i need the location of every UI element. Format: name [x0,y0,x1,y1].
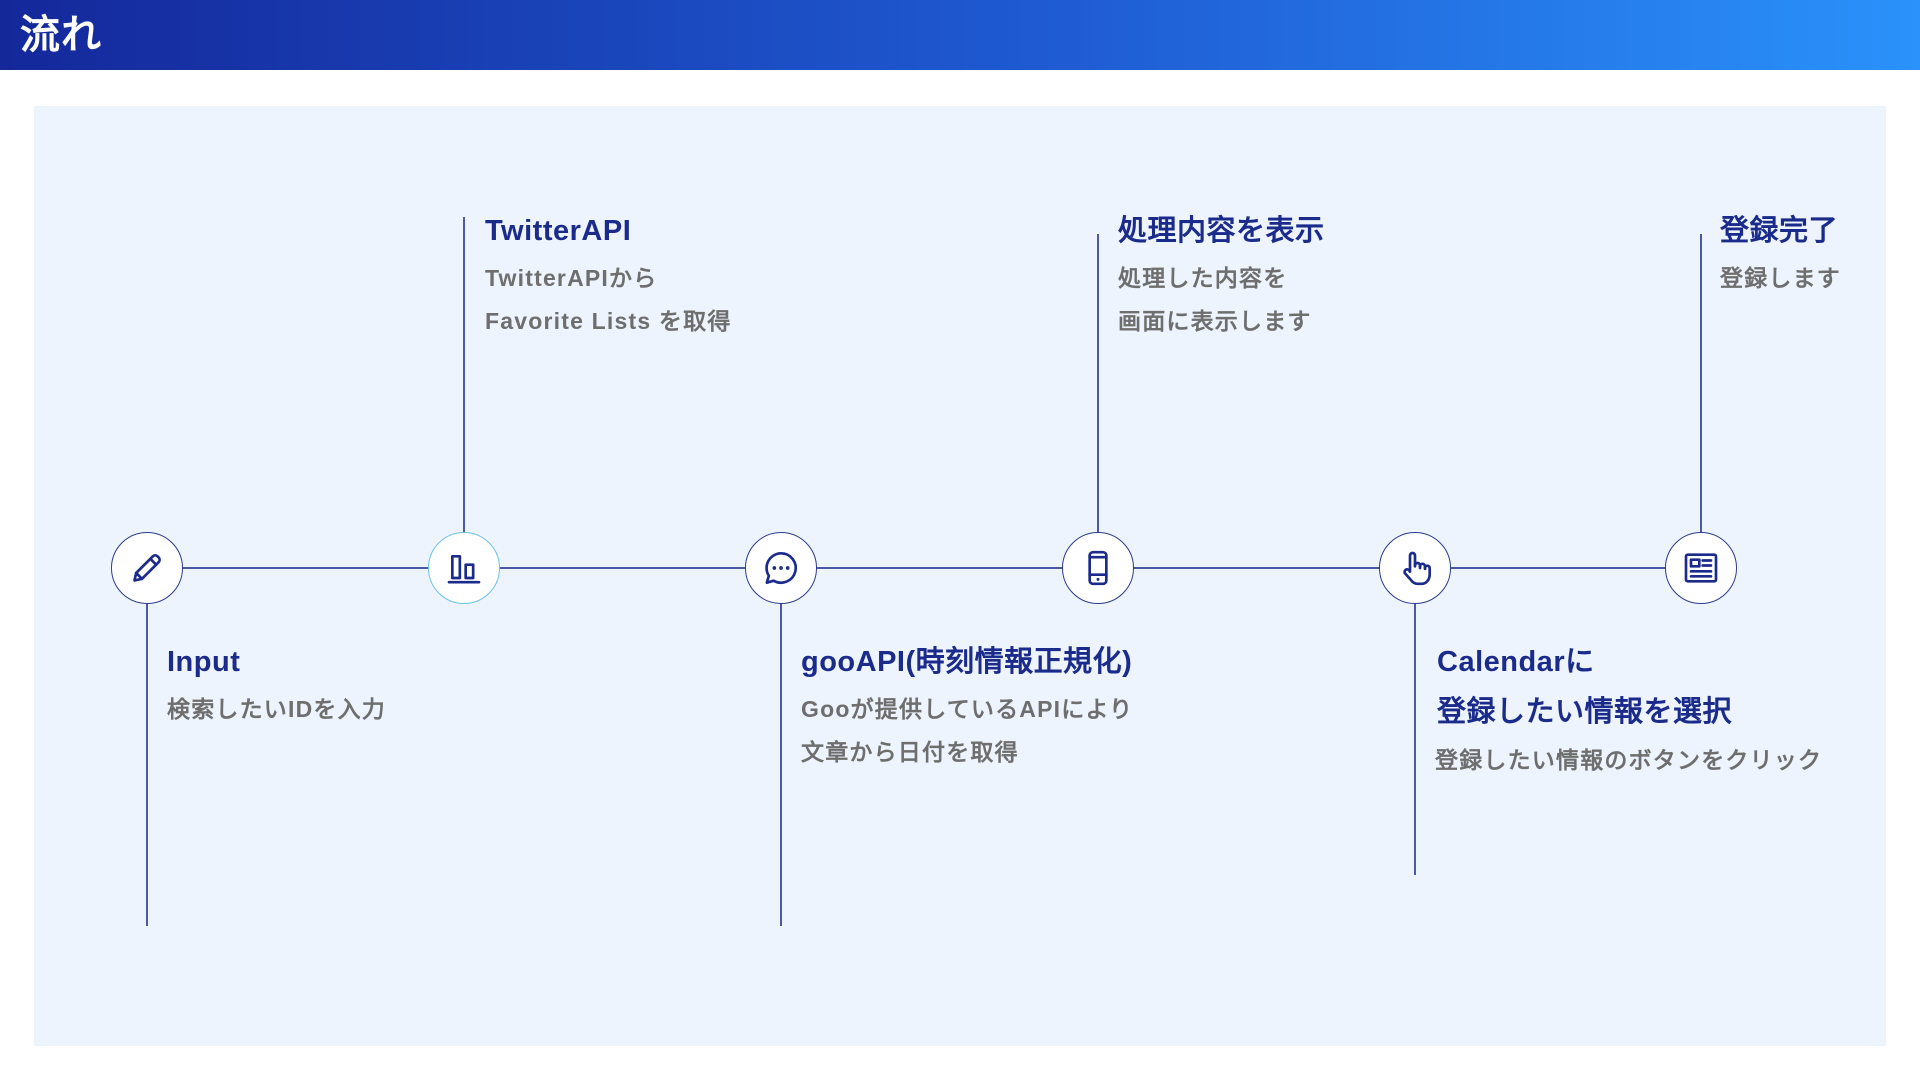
step-title-line: Input [167,646,241,678]
step-input: Input 検索したいIDを入力 [167,642,386,731]
step-description-line: 画面に表示します [1118,308,1312,334]
page-title: 流れ [20,13,102,57]
connector-line-complete [1700,234,1702,532]
chat-bubble-icon [765,551,798,584]
connector-line-input [146,604,148,926]
timeline-line [147,567,1701,569]
flow-panel [34,106,1886,1046]
step-calendar: Calendarに 登録したい情報を選択 登録したい情報のボタンをクリック [1435,637,1822,782]
smartphone-icon [1088,550,1108,586]
step-description-line: Gooが提供しているAPIにより [801,696,1134,722]
step-description-line: TwitterAPIから [485,265,658,291]
step-twitterapi: TwitterAPI TwitterAPIから Favorite Lists を… [485,211,732,343]
step-description: 登録したい情報のボタンをクリック [1435,739,1822,782]
step-node-input [111,532,183,604]
step-title: Calendarに 登録したい情報を選択 [1437,637,1822,737]
step-title-line: 処理内容を表示 [1118,215,1325,247]
step-title-line: Calendarに [1437,646,1595,678]
step-description-line: 登録します [1720,265,1841,291]
step-description-line: 文章から日付を取得 [801,739,1019,765]
step-description: 処理した内容を 画面に表示します [1118,257,1325,343]
step-description: Gooが提供しているAPIにより 文章から日付を取得 [801,688,1133,774]
pencil-icon [133,554,161,582]
step-description: 登録します [1720,257,1841,300]
step-complete: 登録完了 登録します [1720,211,1841,300]
step-title-line: 登録したい情報を選択 [1437,696,1733,728]
step-gooapi: gooAPI(時刻情報正規化) Gooが提供しているAPIにより 文章から日付を… [801,642,1133,774]
step-description-line: 検索したいIDを入力 [167,696,386,722]
step-description-line: Favorite Lists を取得 [485,308,732,334]
step-node-display [1062,532,1134,604]
step-title-line: gooAPI(時刻情報正規化) [801,646,1133,678]
connector-line-calendar [1414,604,1416,875]
step-description-line: 処理した内容を [1118,265,1288,291]
hand-pointer-icon [1403,551,1431,586]
step-node-twitterapi [428,532,500,604]
step-title: TwitterAPI [485,211,732,251]
connector-line-twitterapi [463,217,465,532]
step-node-calendar [1379,532,1451,604]
newspaper-icon [1684,553,1718,583]
step-display: 処理内容を表示 処理した内容を 画面に表示します [1118,211,1325,343]
connector-line-gooapi [780,604,782,926]
step-description: TwitterAPIから Favorite Lists を取得 [485,257,732,343]
step-description-line: 登録したい情報のボタンをクリック [1435,747,1823,773]
bar-chart-icon [447,555,481,584]
connector-line-display [1097,234,1099,532]
step-node-gooapi [745,532,817,604]
step-node-complete [1665,532,1737,604]
step-description: 検索したいIDを入力 [167,688,386,731]
step-title: 処理内容を表示 [1118,211,1325,251]
step-title: gooAPI(時刻情報正規化) [801,642,1133,682]
header-bar: 流れ [0,0,1920,70]
step-title: 登録完了 [1720,211,1841,251]
step-title-line: TwitterAPI [485,215,632,247]
step-title-line: 登録完了 [1720,215,1839,247]
step-title: Input [167,642,386,682]
